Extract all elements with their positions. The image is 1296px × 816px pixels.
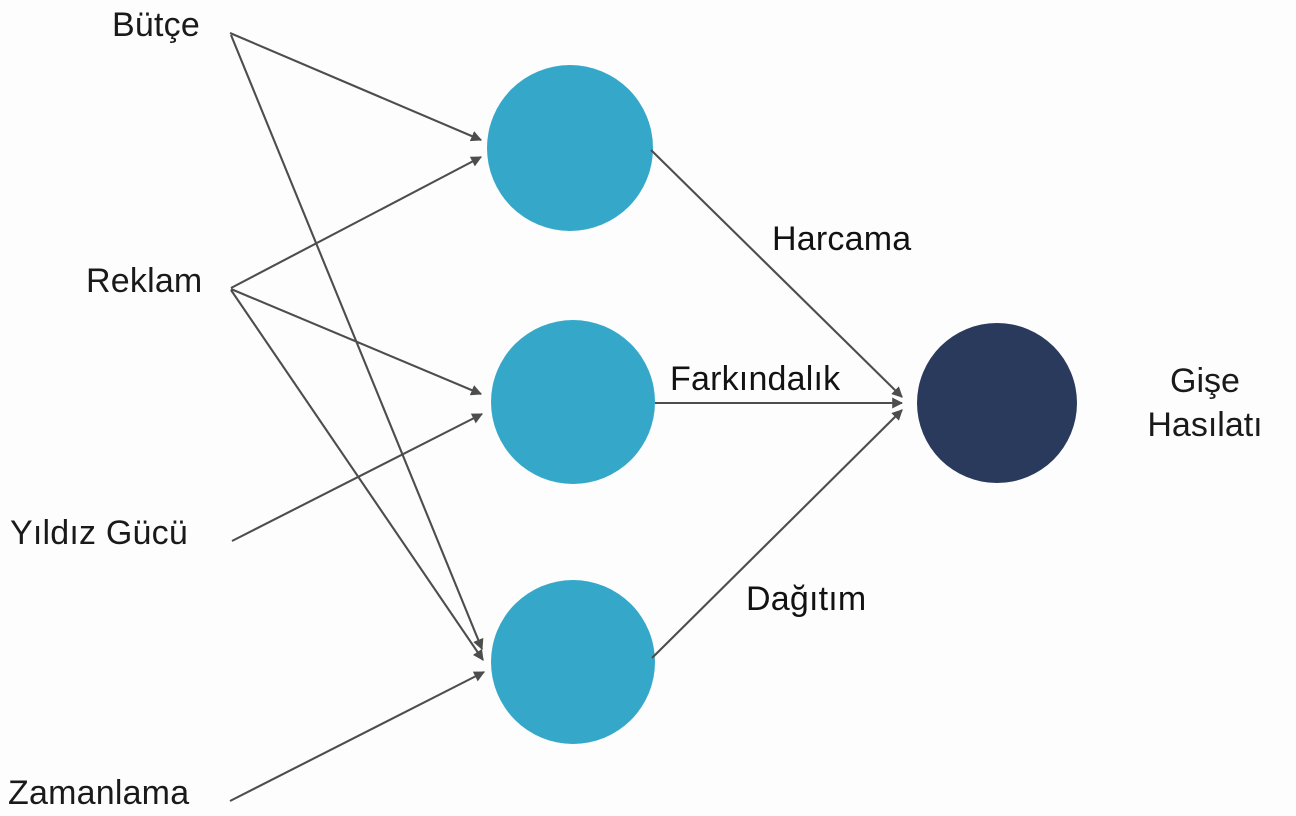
edge-reklam-h2 bbox=[230, 288, 483, 396]
edge-zamanlama-h3 bbox=[229, 671, 485, 802]
input-label-zamanlama: Zamanlama bbox=[8, 774, 190, 812]
output-node-label: Gişe Hasılatı bbox=[1110, 360, 1296, 447]
output-node-group bbox=[917, 323, 1077, 483]
edge-butce-h1 bbox=[229, 32, 483, 142]
input-label-yildiz-gucu: Yıldız Gücü bbox=[10, 514, 188, 552]
edge-label-farkindalik: Farkındalık bbox=[670, 360, 841, 398]
hidden-nodes-group bbox=[487, 65, 655, 744]
edge-reklam-h1 bbox=[230, 156, 482, 289]
edge-h1-output bbox=[650, 149, 903, 398]
hidden-node-1[interactable] bbox=[487, 65, 653, 231]
output-node[interactable] bbox=[917, 323, 1077, 483]
edge-label-harcama: Harcama bbox=[772, 220, 912, 258]
edge-h3-output bbox=[651, 409, 903, 659]
input-label-butce: Bütçe bbox=[112, 6, 200, 44]
output-edges-group bbox=[650, 149, 904, 659]
output-label-line-2: Hasılatı bbox=[1147, 405, 1263, 444]
hidden-node-3[interactable] bbox=[491, 580, 655, 744]
output-label-line-1: Gişe bbox=[1170, 362, 1240, 400]
edge-yildiz-h2 bbox=[231, 413, 483, 542]
edge-reklam-h3 bbox=[230, 289, 484, 661]
input-edges-group bbox=[229, 32, 485, 802]
edge-label-dagitim: Dağıtım bbox=[746, 580, 867, 618]
hidden-node-2[interactable] bbox=[491, 320, 655, 484]
input-label-reklam: Reklam bbox=[86, 262, 203, 300]
